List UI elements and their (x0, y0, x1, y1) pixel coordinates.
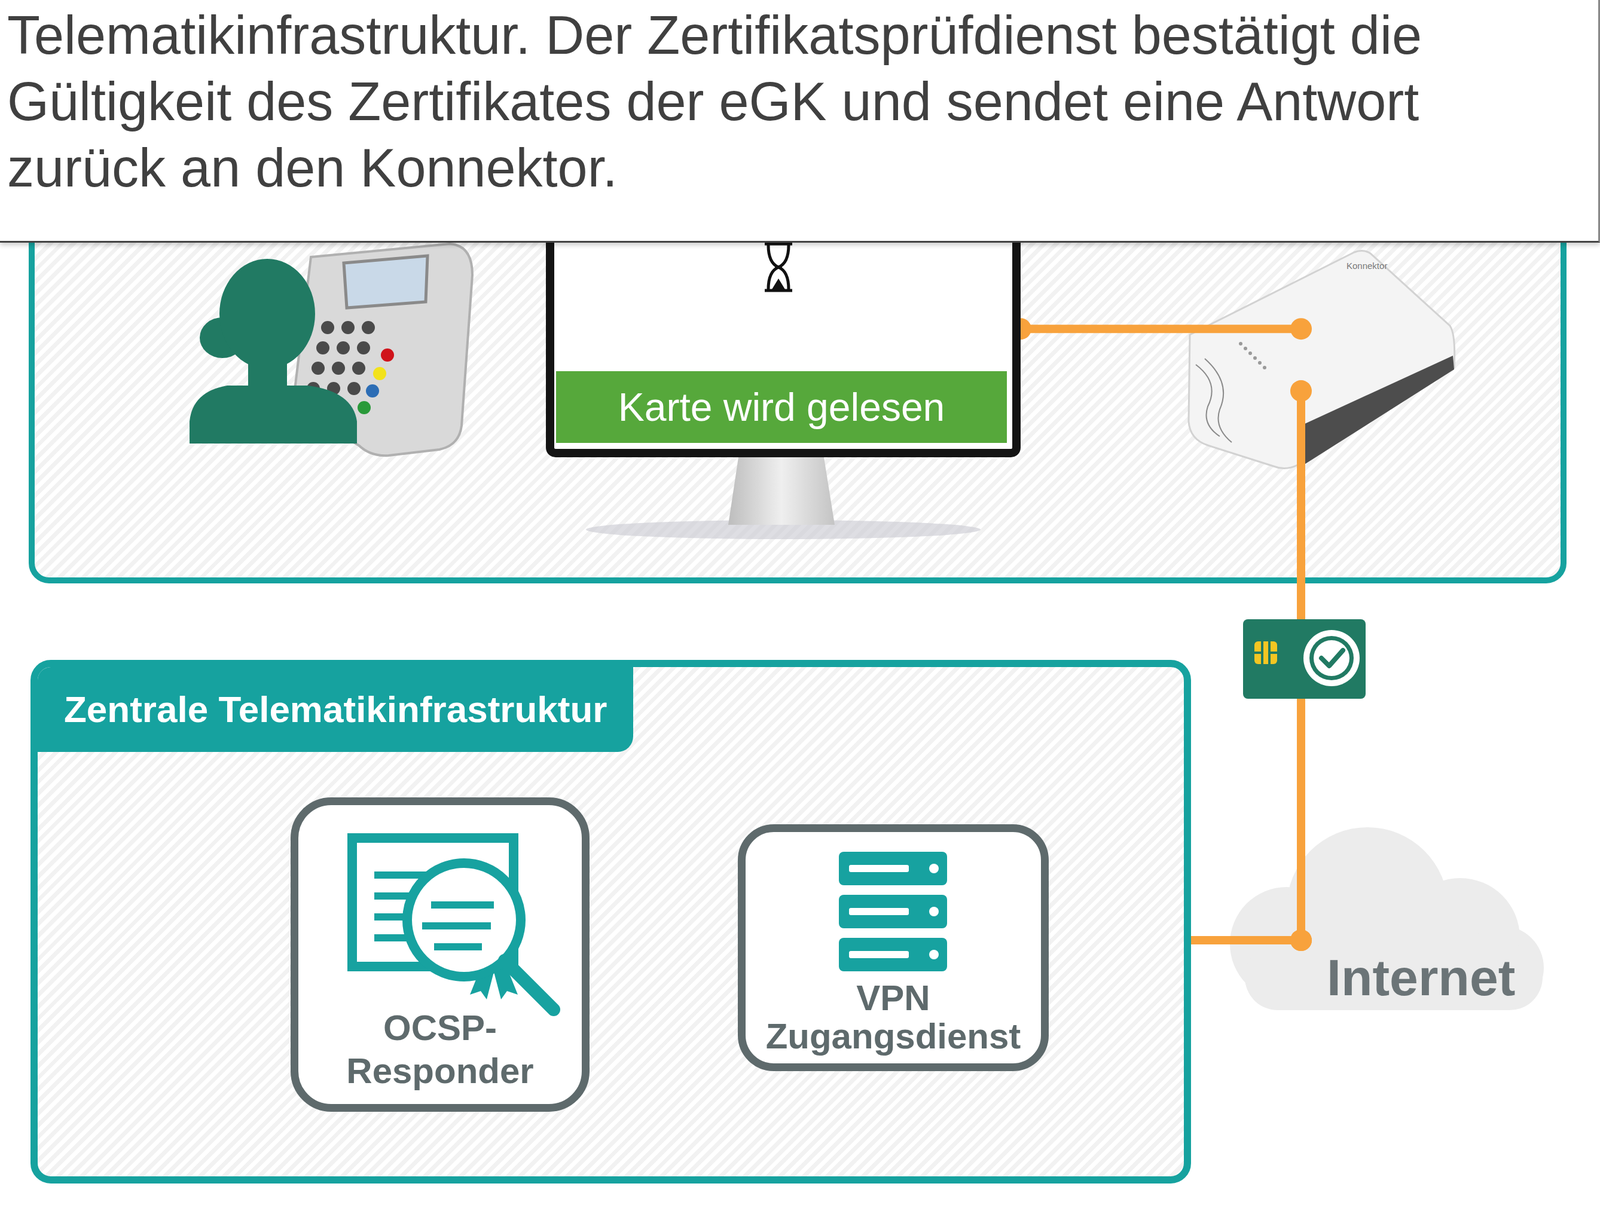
description-banner: Telematikinfrastruktur. Der Zertifikatsp… (0, 0, 1600, 243)
card-terminal-part (357, 401, 371, 415)
person-silhouette-part (219, 258, 316, 369)
region-heading: Zentrale Telematikinfrastruktur (37, 667, 634, 753)
server-icon-part-part (929, 907, 939, 917)
connector-device-drawing-part (1303, 355, 1455, 466)
server-icon-part (838, 852, 948, 972)
service-box: OCSP- Responder (290, 797, 590, 1113)
server-icon-part-part (849, 951, 909, 959)
connector-device-drawing-part-part (1248, 351, 1253, 356)
status-bar: Karte wird gelesen (556, 371, 1007, 444)
hourglass-icon-part-part (764, 243, 793, 291)
connector-device-drawing (1183, 245, 1459, 470)
server-icon-part-part (849, 908, 909, 916)
card-check-badge-part (1309, 636, 1354, 681)
card-terminal-part (380, 348, 395, 362)
card-check-badge-part (1254, 641, 1278, 665)
connector-device-drawing-part (1188, 250, 1455, 469)
card-terminal-part-part (311, 361, 325, 375)
hourglass-icon-part (771, 278, 786, 290)
connector-dot (1290, 929, 1312, 952)
connector-device-drawing-part-part (1262, 365, 1267, 370)
service-label: VPN Zugangsdienst (752, 979, 1034, 1056)
device-label: Konnektor (1346, 260, 1388, 272)
card-terminal-part (343, 255, 428, 308)
card-terminal-part-part (336, 341, 350, 355)
person-silhouette-part (189, 385, 357, 444)
server-icon-part-part (929, 950, 939, 960)
card-terminal-part-part (361, 321, 375, 335)
card-check-badge-part (1303, 630, 1360, 687)
card-terminal-part-part (347, 382, 361, 396)
card-terminal-part (306, 321, 375, 396)
connector-dot (1290, 929, 1312, 952)
card-terminal-part-part (321, 321, 335, 335)
hourglass-icon-part-part (768, 245, 789, 290)
cloud-shape-part (1229, 827, 1544, 1011)
server-icon-part-part (838, 852, 948, 886)
description-text: Telematikinfrastruktur. Der Zertifikatsp… (7, 2, 1550, 202)
card-check-badge-part (1243, 619, 1366, 699)
cloud-label: Internet (1326, 948, 1516, 1007)
card-check-badge-part (1313, 640, 1350, 677)
service-box: VPN Zugangsdienst (737, 824, 1049, 1072)
card-terminal-part (373, 367, 387, 381)
service-label: OCSP- Responder (320, 1006, 560, 1093)
connector-dot (1290, 380, 1312, 402)
card-terminal-part-part (331, 361, 345, 375)
server-icon-part-part (929, 863, 939, 874)
region-box: Zentrale TelematikinfrastrukturOCSP- Res… (30, 660, 1192, 1184)
server-icon-part-part (849, 865, 909, 873)
internet-cloud: Internet (1208, 824, 1543, 1011)
card-terminal-part (365, 384, 380, 398)
monitor-stand-part (728, 457, 835, 525)
card-terminal-part-part (341, 321, 355, 335)
person-silhouette (189, 258, 357, 444)
certificate-icon-part (422, 905, 494, 948)
hourglass-icon-part (764, 243, 793, 291)
server-icon-part-part (838, 938, 948, 972)
server-icon-part-part (838, 895, 948, 929)
connector-line (1020, 324, 1302, 334)
connector-dot (1290, 318, 1312, 340)
card-terminal-part-part (316, 341, 330, 355)
connector-device-drawing-part-part (1243, 346, 1248, 351)
connector-device-drawing-part-part (1238, 342, 1243, 346)
cloud-shape-part-part (1244, 944, 1543, 1011)
certificate-icon-part (504, 960, 554, 1010)
monitor-stand (585, 457, 981, 540)
connector-device-drawing-part (1195, 358, 1232, 443)
connector-device-drawing-part-part (1257, 361, 1262, 365)
card-terminal-part-part (356, 341, 371, 355)
card-terminal-part-part (352, 361, 366, 375)
card-check-badge-part (1321, 650, 1343, 667)
card-check-badge-part (1254, 641, 1278, 665)
connector-device-drawing-part (1238, 342, 1267, 370)
connector-device: Konnektor (1183, 245, 1459, 470)
connector-device-drawing-part-part (1253, 356, 1257, 360)
server-icon-part (849, 863, 939, 960)
